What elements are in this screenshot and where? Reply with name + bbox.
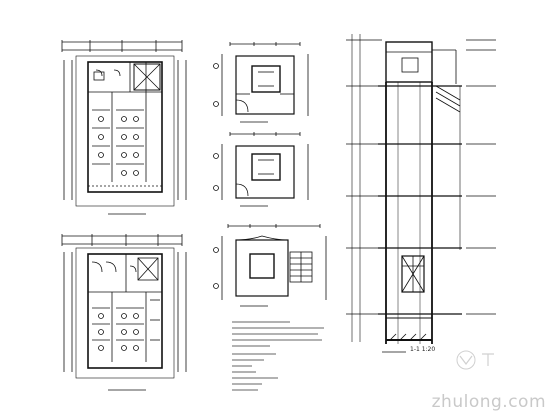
- general-notes: [232, 321, 324, 391]
- plan-lower-left: [61, 234, 187, 391]
- elevator-section: [346, 34, 496, 353]
- plan-small-2: [213, 132, 309, 207]
- watermark-text: zhulong.com: [431, 392, 546, 412]
- plan-small-3: [213, 224, 327, 307]
- plan-upper-left: [61, 40, 187, 215]
- plan-small-1: [213, 42, 309, 123]
- section-caption: 1-1 1:20: [410, 346, 435, 353]
- zhulong-logo-icon: [456, 350, 494, 370]
